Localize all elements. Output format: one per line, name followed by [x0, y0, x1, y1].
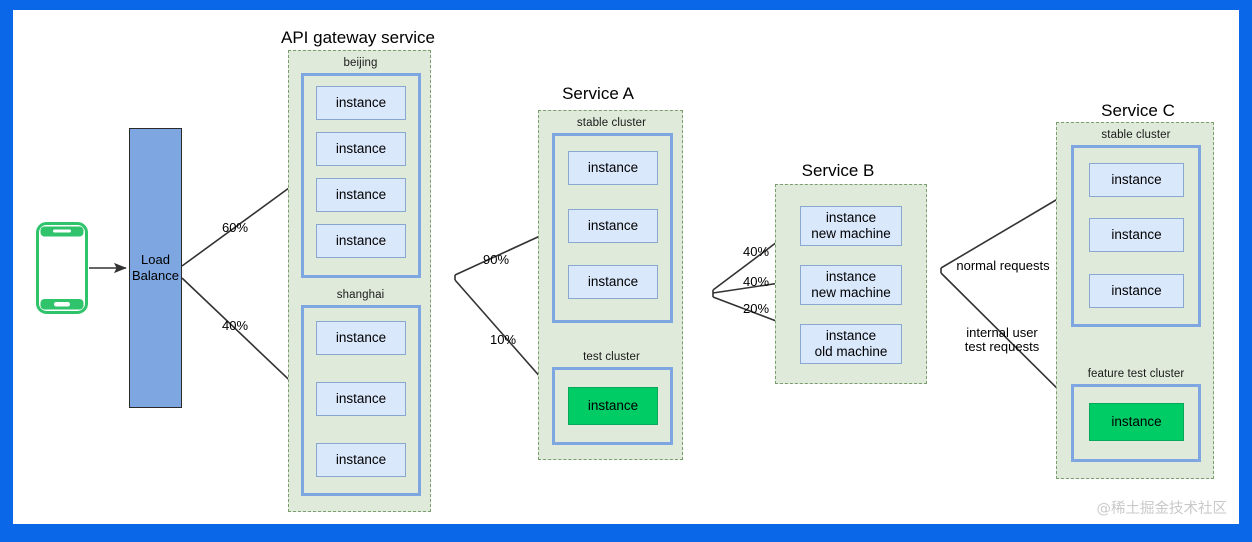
instance-label-line1: instance — [825, 210, 877, 226]
cluster-label-beijing: beijing — [343, 57, 378, 69]
instance-shanghai-3[interactable]: instance — [316, 443, 406, 477]
group-service-c: stable cluster instance instance instanc… — [1056, 122, 1214, 479]
instance-service-a-stable-3[interactable]: instance — [568, 265, 658, 299]
edge-label-a-to-b-old: 20% — [742, 301, 770, 316]
load-balance-node[interactable]: Load Balance — [129, 128, 182, 408]
instance-beijing-2[interactable]: instance — [316, 132, 406, 166]
instance-service-b-3[interactable]: instance old machine — [800, 324, 902, 364]
instance-label: instance — [587, 398, 639, 414]
group-title-api-gateway-service: API gateway service — [280, 28, 435, 47]
instance-service-c-feature-test-1[interactable]: instance — [1089, 403, 1184, 441]
instance-label-line2: new machine — [811, 226, 891, 241]
cluster-beijing: instance instance instance instance — [301, 73, 421, 278]
instance-service-c-stable-3[interactable]: instance — [1089, 274, 1184, 308]
group-title-service-c: Service C — [1101, 101, 1175, 120]
watermark: @稀土掘金技术社区 — [1096, 501, 1228, 517]
edge-label-b-to-c-feature-line2: test requests — [964, 339, 1040, 354]
instance-service-b-1[interactable]: instance new machine — [800, 206, 902, 246]
cluster-label-service-c-feature-test: feature test cluster — [1087, 368, 1185, 380]
instance-service-a-stable-2[interactable]: instance — [568, 209, 658, 243]
edge-lb-to-shanghai — [181, 277, 305, 395]
edge-label-gw-to-service-a-stable: 90% — [482, 252, 510, 267]
instance-label: instance — [587, 218, 639, 234]
instance-label: instance — [1111, 414, 1162, 430]
cluster-service-c-stable: instance instance instance — [1071, 145, 1201, 327]
group-title-service-a: Service A — [562, 84, 634, 103]
instance-label: instance — [1111, 227, 1162, 243]
instance-label: instance — [335, 330, 387, 346]
edge-label-gw-to-service-a-test: 10% — [489, 332, 517, 347]
instance-label-line2: new machine — [811, 285, 891, 300]
smartphone-icon — [36, 222, 88, 314]
edge-label-a-to-b-new-1: 40% — [742, 244, 770, 259]
edge-label-lb-to-beijing: 60% — [221, 220, 249, 235]
instance-label: instance — [335, 452, 387, 468]
cluster-label-service-c-stable: stable cluster — [1101, 129, 1171, 141]
instance-beijing-3[interactable]: instance — [316, 178, 406, 212]
diagram-canvas: Load Balance API gateway service beijing… — [13, 10, 1239, 524]
instance-shanghai-1[interactable]: instance — [316, 321, 406, 355]
instance-label: instance — [1111, 283, 1162, 299]
group-service-b: instance new machine instance new machin… — [775, 184, 927, 384]
instance-beijing-4[interactable]: instance — [316, 224, 406, 258]
instance-label-line1: instance — [825, 269, 877, 285]
group-title-service-b: Service B — [801, 161, 875, 180]
instance-label: instance — [335, 233, 387, 249]
cluster-service-a-stable: instance instance instance — [552, 133, 673, 323]
cluster-label-service-a-stable: stable cluster — [576, 117, 647, 129]
instance-beijing-1[interactable]: instance — [316, 86, 406, 120]
instance-label: instance — [1111, 172, 1162, 188]
cluster-label-shanghai: shanghai — [336, 289, 385, 301]
instance-shanghai-2[interactable]: instance — [316, 382, 406, 416]
instance-label-line2: old machine — [814, 344, 888, 359]
instance-service-b-2[interactable]: instance new machine — [800, 265, 902, 305]
edge-label-a-to-b-new-2: 40% — [742, 274, 770, 289]
cluster-label-service-a-test: test cluster — [583, 351, 640, 363]
instance-service-a-stable-1[interactable]: instance — [568, 151, 658, 185]
instance-label: instance — [335, 95, 387, 111]
edge-label-b-to-c-stable: normal requests — [956, 258, 1050, 273]
instance-label: instance — [335, 141, 387, 157]
instance-label-line1: instance — [825, 328, 877, 344]
cluster-service-a-test: instance — [552, 367, 673, 445]
group-api-gateway-service: beijing instance instance instance insta… — [288, 50, 431, 512]
instance-label: instance — [587, 274, 639, 290]
edge-label-lb-to-shanghai: 40% — [221, 318, 249, 333]
cluster-service-c-feature-test: instance — [1071, 384, 1201, 462]
instance-label: instance — [335, 187, 387, 203]
cluster-shanghai: instance instance instance — [301, 305, 421, 496]
load-balance-label-line1: Load — [141, 252, 170, 268]
group-service-a: stable cluster instance instance instanc… — [538, 110, 683, 460]
instance-service-c-stable-2[interactable]: instance — [1089, 218, 1184, 252]
instance-label: instance — [335, 391, 387, 407]
instance-label: instance — [587, 160, 639, 176]
instance-service-c-stable-1[interactable]: instance — [1089, 163, 1184, 197]
edge-label-b-to-c-feature-line1: internal user — [966, 325, 1038, 340]
instance-service-a-test-1[interactable]: instance — [568, 387, 658, 425]
load-balance-label-line2: Balance — [132, 268, 179, 283]
